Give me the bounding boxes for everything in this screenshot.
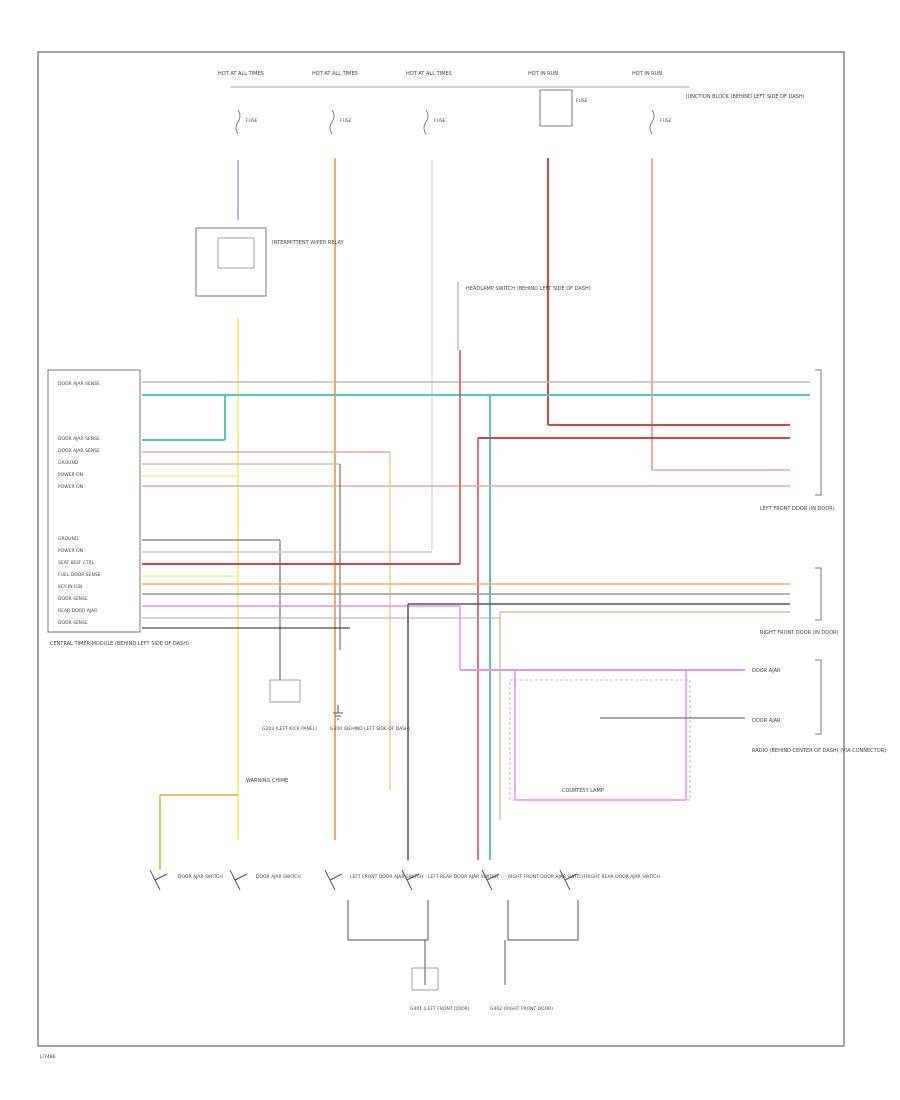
source-label-5: HOT IN RUN [632, 71, 662, 77]
ground-bus-right [507, 900, 579, 941]
headlamp-switch-label: HEADLAMP SWITCH (BEHIND LEFT SIDE OF DAS… [466, 286, 591, 292]
pin-low-4: FUEL DOOR SENSE [58, 572, 101, 578]
switch-label-4: LEFT REAR DOOR AJAR SWITCH [428, 874, 498, 880]
module-label: CENTRAL TIMER MODULE (BEHIND LEFT SIDE O… [50, 641, 189, 647]
switch-group [149, 869, 578, 891]
pin-mid-4: POWER ON [58, 472, 83, 478]
chime-label: WARNING CHIME [246, 778, 288, 784]
pin-low-8: DOOR SENSE [58, 620, 88, 626]
courtesy-lamp-note: COURTESY LAMP [562, 788, 604, 794]
ground-label-2: G300 (BEHIND LEFT SIDE OF DASH) [330, 726, 410, 732]
switch-2 [229, 869, 248, 891]
ground-symbol-1 [333, 705, 343, 720]
module-pins: DOOR AJAR SENSE DOOR AJAR SENSE DOOR AJA… [58, 381, 101, 626]
source-label-3: HOT AT ALL TIMES [406, 71, 452, 77]
central-timer-module [47, 369, 141, 633]
right-connector-2-label: RIGHT FRONT DOOR (IN DOOR) [760, 630, 839, 636]
fuse-label-4: FUSE [660, 118, 672, 124]
switch-label-1: DOOR AJAR SWITCH [178, 874, 223, 880]
pin-low-5: KEY IN IGN [58, 584, 82, 590]
door-ajar-box [509, 679, 691, 801]
ground-label-3: G401 (LEFT FRONT DOOR) [410, 1006, 470, 1012]
junction-block-label: JUNCTION BLOCK (BEHIND LEFT SIDE OF DASH… [685, 94, 805, 100]
pin-top-1: DOOR AJAR SENSE [58, 381, 100, 387]
fuse-label-2: FUSE [340, 118, 352, 124]
switch-3 [324, 869, 343, 891]
switch-label-5: RIGHT FRONT DOOR AJAR SWITCH [508, 874, 585, 880]
switch-6 [559, 869, 578, 891]
fuses [235, 109, 655, 135]
wiper-relay-inner [217, 237, 255, 269]
pin-mid-2: DOOR AJAR SENSE [58, 448, 100, 454]
switch-1 [149, 869, 168, 891]
pin-low-1: GROUND [58, 536, 79, 542]
right-connector-1-label: LEFT FRONT DOOR (IN DOOR) [760, 506, 835, 512]
ground-bus-left [347, 900, 429, 941]
pin-low-7: REAR DOOR AJAR [58, 608, 97, 614]
right-box-label-1: DOOR AJAR [752, 668, 781, 674]
pin-low-2: POWER ON [58, 548, 83, 554]
right-connector-1 [815, 369, 822, 496]
fuse-label-3: FUSE [434, 118, 446, 124]
right-connector-2 [815, 567, 822, 621]
right-connector-3-label: RADIO (BEHIND CENTER OF DASH) (VIA CONNE… [752, 748, 886, 754]
switch-5 [481, 869, 500, 891]
source-label-4: HOT IN RUN [528, 71, 558, 77]
right-connector-3 [815, 659, 822, 735]
switch-label-2: DOOR AJAR SWITCH [256, 874, 301, 880]
power-sources: HOT AT ALL TIMES HOT AT ALL TIMES HOT AT… [218, 71, 805, 100]
lamp-box-bottom [411, 967, 439, 991]
diagram-border [37, 51, 845, 1047]
relay-fuse-label: FUSE [576, 98, 588, 104]
switch-4 [401, 869, 420, 891]
junction-relay [539, 89, 573, 127]
wiper-relay-label: INTERMITTENT WIPER RELAY [272, 240, 344, 246]
lamp-box-1 [269, 679, 301, 703]
ground-label-4: G402 (RIGHT FRONT DOOR) [490, 1006, 553, 1012]
source-label-1: HOT AT ALL TIMES [218, 71, 264, 77]
right-box-label-2: DOOR AJAR [752, 718, 781, 724]
pin-mid-3: GROUND [58, 460, 79, 466]
source-label-2: HOT AT ALL TIMES [312, 71, 358, 77]
footer-code: L/7486 [40, 1054, 56, 1060]
switch-labels: DOOR AJAR SWITCH DOOR AJAR SWITCH LEFT F… [178, 874, 660, 880]
fuse-label-1: FUSE [246, 118, 258, 124]
pin-mid-5: POWER ON [58, 484, 83, 490]
ground-label-1: G203 (LEFT KICK PANEL) [262, 726, 317, 732]
wiper-relay-box [195, 227, 267, 297]
pin-low-6: DOOR SENSE [58, 596, 88, 602]
switch-label-3: LEFT FRONT DOOR AJAR SWITCH [350, 874, 424, 880]
fuse-labels: FUSE FUSE FUSE FUSE [246, 118, 672, 124]
pin-low-3: SEAT BELT CTRL [58, 560, 95, 566]
pin-mid-1: DOOR AJAR SENSE [58, 436, 100, 442]
switch-label-6: RIGHT REAR DOOR AJAR SWITCH [586, 874, 660, 880]
